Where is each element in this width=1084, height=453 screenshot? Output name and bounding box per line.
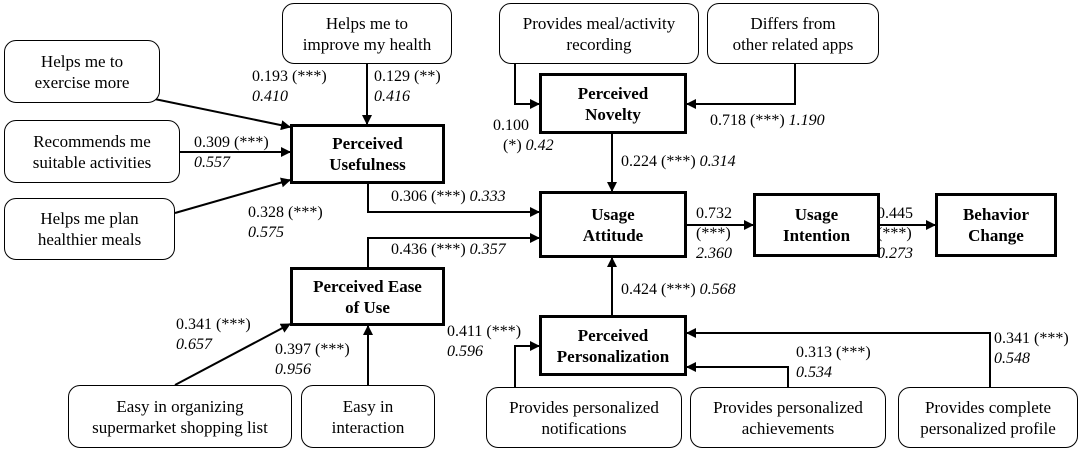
indicator-activities: Recommends me suitable activities [4, 120, 180, 183]
label-ease-attitude: 0.436 (***) 0.357 [391, 241, 506, 258]
label-health-usefulness: 0.129 (**)0.416 [374, 68, 441, 105]
label-notifications-personalization: 0.411 (***)0.596 [447, 323, 522, 360]
arrow-notifications-personalization [514, 341, 540, 387]
arrow-profile-personalization [686, 328, 991, 387]
label-personalization-attitude: 0.424 (***) 0.568 [621, 281, 736, 298]
label-achievements-personalization: 0.313 (***)0.534 [796, 344, 871, 381]
label-meals-usefulness: 0.328 (***)0.575 [248, 204, 323, 241]
arrow-achievements-personalization [686, 362, 789, 387]
arrow-recording-novelty [514, 64, 540, 109]
label-intention-behavior: 0.445(***)0.273 [877, 205, 913, 262]
indicator-achievements: Provides personalized achievements [690, 387, 886, 448]
label-exercise-usefulness: 0.193 (***)0.410 [252, 68, 327, 105]
label-recording-novelty-coef: 0.100 [493, 117, 529, 134]
indicator-differs: Differs from other related apps [707, 3, 879, 64]
construct-behavior-change: Behavior Change [935, 193, 1057, 257]
construct-perceived-novelty: Perceived Novelty [539, 73, 687, 134]
label-recording-novelty-sig: (*) 0.42 [503, 137, 554, 154]
arrow-differs-novelty [686, 64, 796, 109]
construct-perceived-personalization: Perceived Personalization [539, 315, 687, 376]
label-activities-usefulness: 0.309 (***)0.557 [194, 134, 269, 171]
label-differs-novelty: 0.718 (***) 1.190 [710, 112, 825, 129]
construct-usage-intention: Usage Intention [753, 193, 880, 257]
label-usefulness-attitude: 0.306 (***) 0.333 [391, 188, 506, 205]
indicator-exercise: Helps me to exercise more [4, 40, 160, 103]
arrow-shopping-ease [174, 323, 291, 386]
label-attitude-intention: 0.732(***)2.360 [696, 205, 732, 262]
construct-usage-attitude: Usage Attitude [539, 191, 687, 258]
construct-perceived-usefulness: Perceived Usefulness [290, 124, 445, 184]
construct-perceived-ease-of-use: Perceived Ease of Use [290, 267, 445, 326]
indicator-profile: Provides complete personalized profile [898, 387, 1078, 448]
label-interaction-ease: 0.397 (***)0.956 [275, 341, 350, 378]
indicator-recording: Provides meal/activity recording [499, 3, 699, 64]
indicator-notifications: Provides personalized notifications [486, 387, 682, 448]
label-novelty-attitude: 0.224 (***) 0.314 [621, 153, 736, 170]
arrow-meals-usefulness [174, 177, 291, 214]
label-shopping-ease: 0.341 (***)0.657 [176, 316, 251, 353]
indicator-meals: Helps me plan healthier meals [4, 198, 175, 260]
indicator-interaction: Easy in interaction [301, 385, 435, 448]
arrow-usefulness-attitude [367, 184, 540, 217]
indicator-health: Helps me to improve my health [282, 3, 452, 64]
arrow-ease-attitude [367, 233, 540, 267]
arrow-exercise-usefulness [139, 95, 291, 131]
label-profile-personalization: 0.341 (***)0.548 [994, 330, 1069, 367]
indicator-shopping: Easy in organizing supermarket shopping … [68, 385, 292, 448]
